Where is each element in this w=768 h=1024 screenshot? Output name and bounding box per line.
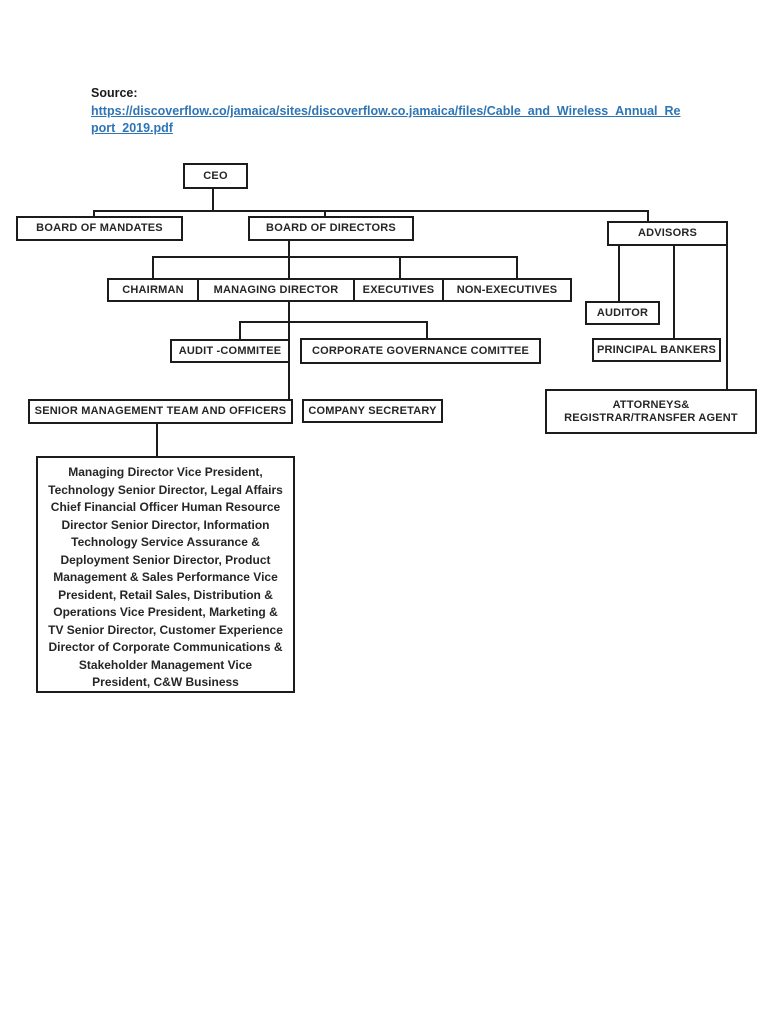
org-node-company-secretary: COMPANY SECRETARY bbox=[302, 399, 443, 423]
source-label: Source: bbox=[91, 86, 138, 100]
source-link-line1: https://discoverflow.co/jamaica/sites/di… bbox=[91, 104, 681, 118]
org-node-auditor-label: AUDITOR bbox=[596, 306, 649, 319]
org-node-principal-bankers: PRINCIPAL BANKERS bbox=[592, 338, 721, 362]
detail-line: Director of Corporate Communications & bbox=[48, 640, 283, 654]
org-node-advisors: ADVISORS bbox=[607, 221, 728, 246]
org-node-audit-committee: AUDIT -COMMITEE bbox=[170, 339, 290, 363]
connector-ceo-drop bbox=[212, 188, 214, 212]
org-node-principal-bankers-label: PRINCIPAL BANKERS bbox=[596, 343, 717, 356]
connector-executives-drop bbox=[399, 256, 401, 280]
connector-mandates-drop bbox=[93, 210, 95, 218]
org-node-ceo: CEO bbox=[183, 163, 248, 189]
org-node-company-secretary-label: COMPANY SECRETARY bbox=[308, 404, 437, 417]
connector-directors-spine bbox=[288, 239, 290, 401]
connector-auditor-drop bbox=[618, 244, 620, 304]
org-node-board-of-directors: BOARD OF DIRECTORS bbox=[248, 216, 414, 241]
detail-line: Management & Sales Performance Vice bbox=[53, 570, 278, 584]
org-node-advisors-label: ADVISORS bbox=[637, 227, 698, 240]
org-node-corporate-governance-committee-label: CORPORATE GOVERNANCE COMITTEE bbox=[311, 344, 530, 357]
detail-line: President, Retail Sales, Distribution & bbox=[58, 587, 273, 602]
org-node-ceo-label: CEO bbox=[203, 169, 228, 182]
org-node-chairman-label: CHAIRMAN bbox=[122, 283, 184, 296]
org-node-senior-management-team-label: SENIOR MANAGEMENT TEAM AND OFFICERS bbox=[34, 405, 287, 418]
org-node-attorneys-line2: REGISTRAR/TRANSFER AGENT bbox=[564, 411, 738, 424]
connector-bankers-drop bbox=[673, 244, 675, 340]
detail-line: TV Senior Director, Customer Experience bbox=[48, 622, 283, 637]
org-node-managing-director: MANAGING DIRECTOR bbox=[197, 278, 355, 302]
org-node-board-of-directors-label: BOARD OF DIRECTORS bbox=[266, 222, 396, 235]
detail-line: Chief Financial Officer Human Resource bbox=[50, 500, 281, 514]
org-node-senior-management-team: SENIOR MANAGEMENT TEAM AND OFFICERS bbox=[28, 399, 293, 424]
org-node-senior-management-detail: Managing Director Vice President, Techno… bbox=[36, 456, 295, 693]
org-node-managing-director-label: MANAGING DIRECTOR bbox=[213, 283, 339, 296]
detail-line: Operations Vice President, Marketing & bbox=[53, 605, 278, 619]
detail-line: Director Senior Director, Information bbox=[61, 517, 270, 532]
detail-line: Technology Senior Director, Legal Affair… bbox=[48, 482, 283, 497]
detail-line: President, C&W Business bbox=[92, 675, 239, 689]
connector-nonexecutives-drop bbox=[516, 256, 518, 280]
detail-line: Managing Director Vice President, bbox=[68, 465, 263, 479]
connector-detail-drop bbox=[156, 423, 158, 458]
org-node-executives-label: EXECUTIVES bbox=[362, 283, 435, 296]
org-node-audit-committee-label: AUDIT -COMMITEE bbox=[178, 344, 282, 357]
connector-chairman-bridge bbox=[152, 256, 518, 258]
source-link-line2: port_2019.pdf bbox=[91, 121, 173, 135]
detail-line: Deployment Senior Director, Product bbox=[60, 552, 271, 567]
connector-advisors-drop bbox=[647, 210, 649, 223]
org-node-board-of-mandates: BOARD OF MANDATES bbox=[16, 216, 183, 241]
org-node-corporate-governance-committee: CORPORATE GOVERNANCE COMITTEE bbox=[300, 338, 541, 364]
connector-attorneys-drop bbox=[726, 244, 728, 391]
connector-main-horizontal bbox=[93, 210, 649, 212]
connector-audit-bridge bbox=[239, 321, 428, 323]
org-node-non-executives-label: NON-EXECUTIVES bbox=[456, 283, 558, 296]
org-node-board-of-mandates-label: BOARD OF MANDATES bbox=[36, 222, 163, 235]
connector-chairman-drop bbox=[152, 256, 154, 280]
org-node-executives: EXECUTIVES bbox=[353, 278, 444, 302]
detail-line: Technology Service Assurance & bbox=[71, 535, 260, 549]
org-node-attorneys-registrar: ATTORNEYS& REGISTRAR/TRANSFER AGENT bbox=[545, 389, 757, 434]
org-node-auditor: AUDITOR bbox=[585, 301, 660, 325]
org-node-chairman: CHAIRMAN bbox=[107, 278, 199, 302]
connector-audit-drop bbox=[239, 321, 241, 341]
connector-directors-drop bbox=[324, 210, 326, 218]
connector-corpgov-drop bbox=[426, 321, 428, 340]
org-node-attorneys-line1: ATTORNEYS& bbox=[612, 398, 690, 411]
source-link[interactable]: https://discoverflow.co/jamaica/sites/di… bbox=[91, 103, 691, 137]
org-node-non-executives: NON-EXECUTIVES bbox=[442, 278, 572, 302]
detail-line: Stakeholder Management Vice bbox=[78, 657, 253, 672]
